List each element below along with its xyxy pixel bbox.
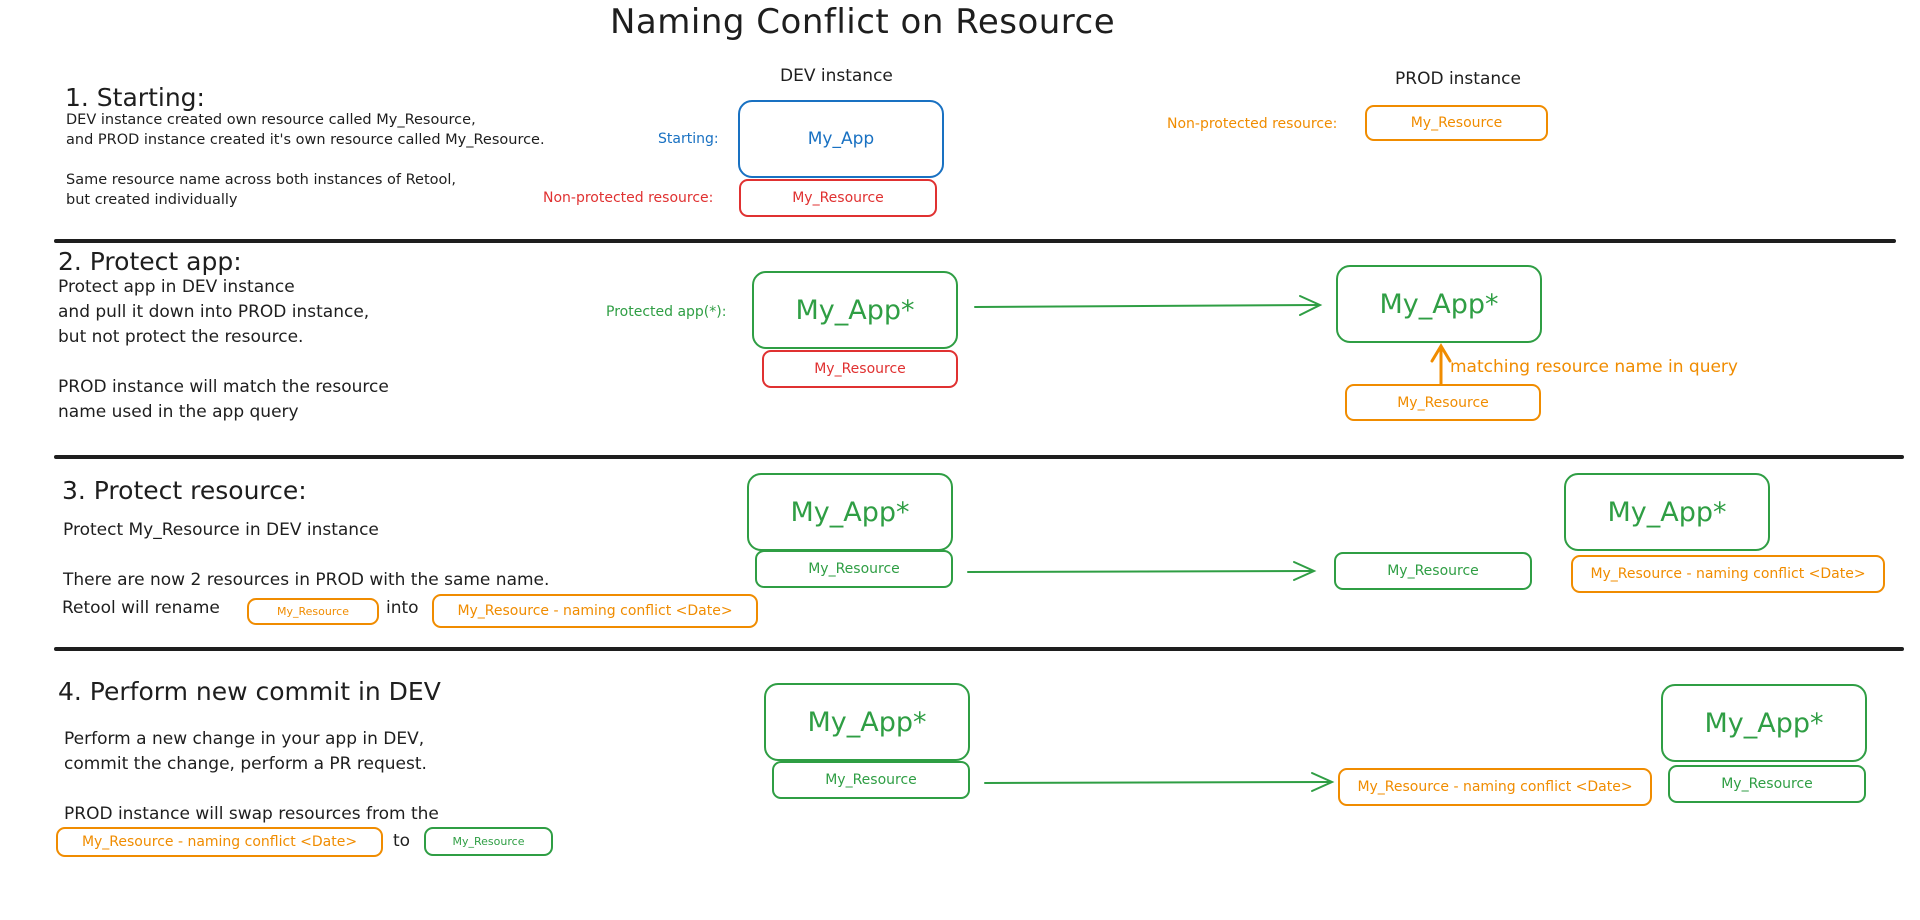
section-divider (54, 647, 1904, 651)
step3-rename-into: into (386, 598, 419, 618)
starting-label: Starting: (658, 131, 719, 147)
nonprotected-resource-label: Non-protected resource: (543, 190, 714, 206)
swap-from-box: My_Resource - naming conflict <Date> (56, 827, 383, 857)
step2-desc-line: and pull it down into PROD instance, (58, 302, 370, 322)
matching-resource-label: matching resource name in query (1450, 357, 1738, 377)
dev-column-header: DEV instance (780, 66, 893, 86)
prod-conflict-resource-box: My_Resource - naming conflict <Date> (1571, 555, 1885, 593)
step2-title: 2. Protect app: (58, 247, 242, 276)
step1-desc-line: DEV instance created own resource called… (66, 112, 476, 128)
step4-swap-to-word: to (393, 831, 411, 851)
section-divider (54, 455, 1904, 459)
prod-resource-box: My_Resource (1365, 105, 1548, 141)
rename-from-box: My_Resource (247, 598, 379, 625)
step1-description: DEV instance created own resource called… (66, 110, 545, 210)
dev-app-box: My_App* (752, 271, 958, 349)
step3-title: 3. Protect resource: (62, 476, 307, 505)
prod-new-resource-box: My_Resource (1334, 552, 1532, 590)
step2-desc-line: but not protect the resource. (58, 327, 304, 347)
step2-description: Protect app in DEV instance and pull it … (58, 275, 389, 425)
step3-desc-line: There are now 2 resources in PROD with t… (63, 570, 550, 590)
protected-app-label: Protected app(*): (606, 304, 727, 320)
prod-app-box: My_App* (1661, 684, 1867, 762)
step3-desc-line: Protect My_Resource in DEV instance (63, 520, 379, 540)
step1-desc-line: Same resource name across both instances… (66, 172, 457, 188)
arrow-step3-resource (967, 561, 1317, 581)
prod-app-box: My_App* (1564, 473, 1770, 551)
step1-title: 1. Starting: (65, 83, 205, 112)
prod-column-header: PROD instance (1395, 69, 1521, 89)
prod-resource-box: My_Resource (1668, 765, 1866, 803)
prod-nonprotected-resource-label: Non-protected resource: (1167, 116, 1338, 132)
dev-app-box: My_App (738, 100, 944, 178)
dev-app-box: My_App* (764, 683, 970, 761)
prod-conflict-resource-box: My_Resource - naming conflict <Date> (1338, 768, 1652, 806)
section-divider (54, 239, 1896, 243)
dev-resource-box: My_Resource (762, 350, 958, 388)
step3-rename-prefix: Retool will rename (62, 598, 220, 618)
step4-desc-line: Perform a new change in your app in DEV, (64, 729, 425, 749)
arrow-matching-resource (1430, 343, 1452, 386)
swap-to-box: My_Resource (424, 827, 553, 856)
prod-app-box: My_App* (1336, 265, 1542, 343)
prod-resource-box: My_Resource (1345, 384, 1541, 421)
step2-desc-line: name used in the app query (58, 402, 299, 422)
step4-desc-line: PROD instance will swap resources from t… (64, 804, 439, 824)
dev-resource-box: My_Resource (755, 550, 953, 588)
step2-desc-line: Protect app in DEV instance (58, 277, 295, 297)
arrow-step2-app (974, 295, 1323, 316)
step4-description: Perform a new change in your app in DEV,… (64, 727, 439, 827)
step3-description: Protect My_Resource in DEV instance Ther… (63, 518, 549, 593)
step1-desc-line: but created individually (66, 192, 238, 208)
step4-desc-line: commit the change, perform a PR request. (64, 754, 427, 774)
rename-to-box: My_Resource - naming conflict <Date> (432, 594, 758, 628)
step2-desc-line: PROD instance will match the resource (58, 377, 389, 397)
step4-title: 4. Perform new commit in DEV (58, 677, 441, 706)
dev-resource-box: My_Resource (739, 179, 937, 217)
step1-desc-line: and PROD instance created it's own resou… (66, 132, 545, 148)
dev-resource-box: My_Resource (772, 761, 970, 799)
diagram-title: Naming Conflict on Resource (610, 2, 1116, 42)
arrow-step4-resource (984, 772, 1335, 792)
